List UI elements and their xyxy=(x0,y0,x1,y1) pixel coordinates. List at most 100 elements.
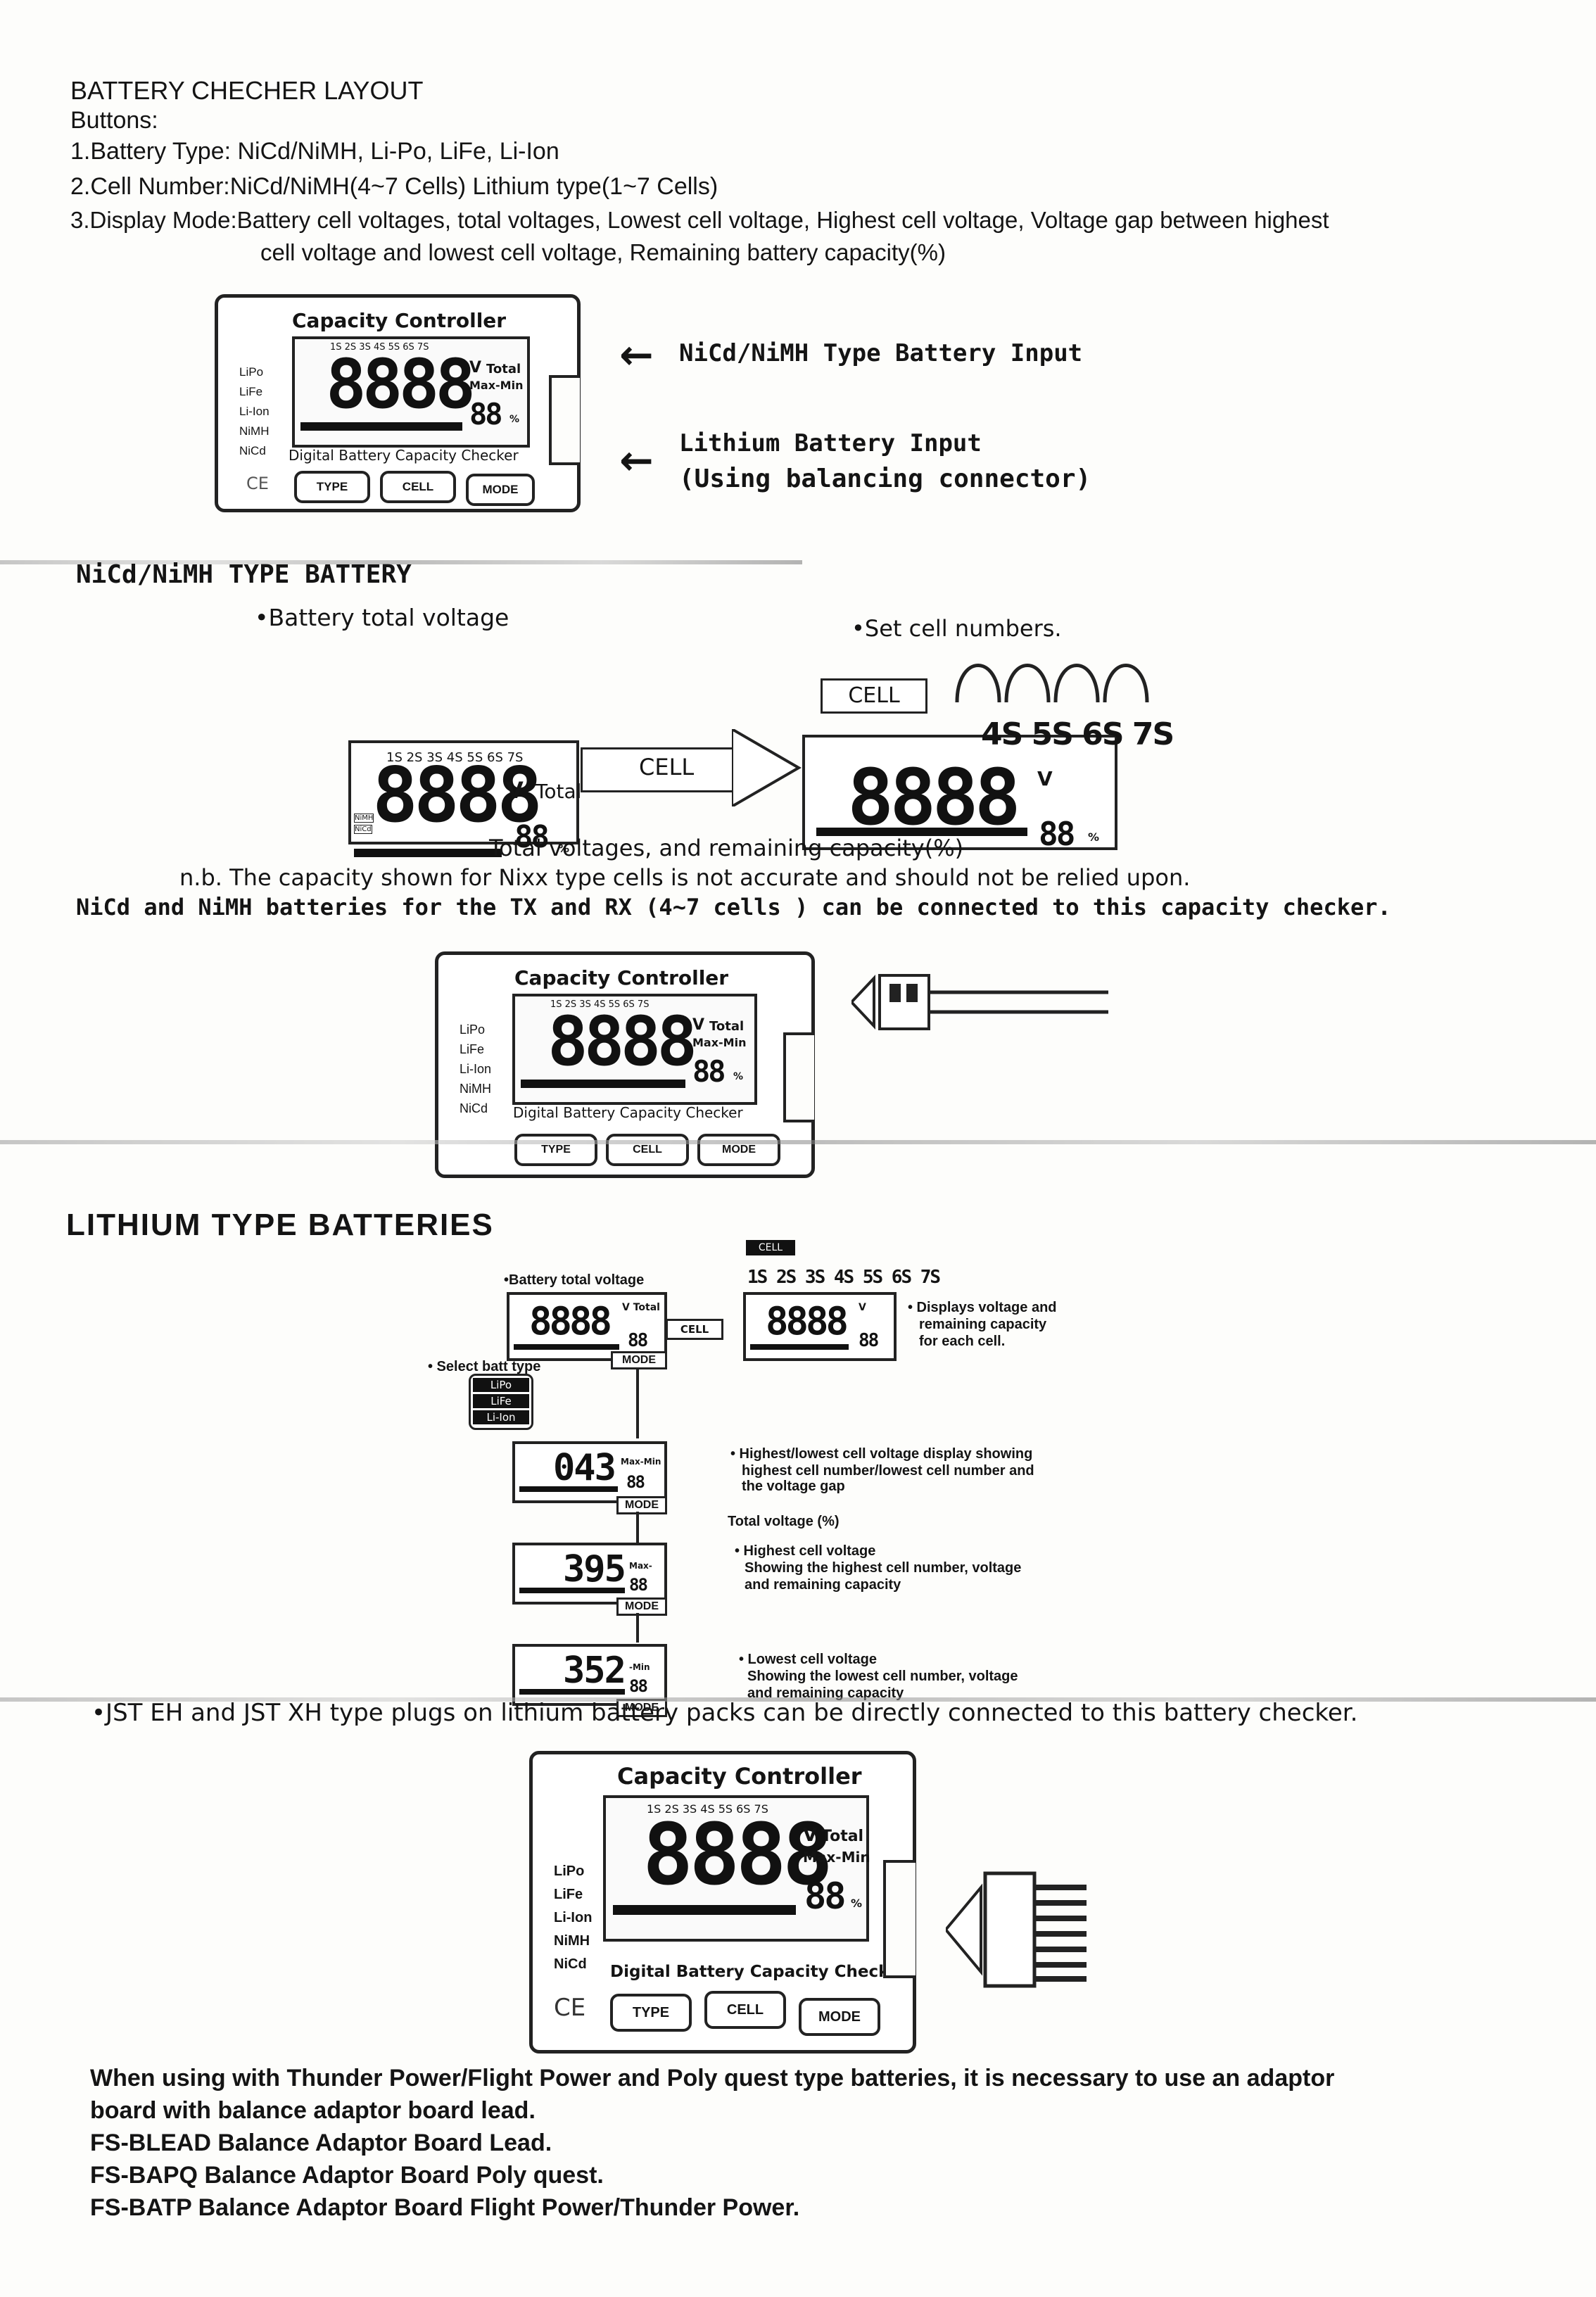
lithium-v-total: V Total xyxy=(622,1302,660,1313)
jst-plug-icon xyxy=(946,1871,1087,1988)
device-bottom-label: Digital Battery Capacity Checker xyxy=(610,1963,908,1981)
lowest-bar xyxy=(519,1689,625,1695)
nicd-cells-options: 4S 5S 6S 7S xyxy=(981,716,1174,752)
lcd-unit-v: V xyxy=(469,359,482,376)
type-life: LiFe xyxy=(239,385,263,398)
lcd-unit-v: V xyxy=(803,1825,818,1846)
connector-notch xyxy=(883,1860,916,1978)
device-bottom-label: Digital Battery Capacity Checker xyxy=(513,1104,743,1121)
batt-type-selector: LiPo LiFe Li-Ion xyxy=(469,1374,533,1430)
lowest-desc-1: • Lowest cell voltage xyxy=(739,1652,877,1667)
lcd-digits: 8888 xyxy=(642,1806,833,1904)
nicd-note: n.b. The capacity shown for Nixx type ce… xyxy=(179,864,1191,891)
select-batt-type-label: • Select batt type xyxy=(428,1359,541,1374)
footer-line-4: FS-BAPQ Balance Adaptor Board Poly quest… xyxy=(90,2162,604,2189)
torn-divider xyxy=(0,1140,1596,1144)
type-nimh: NiMH xyxy=(460,1082,491,1096)
type-button[interactable]: TYPE xyxy=(610,1994,692,2032)
cell-button[interactable]: CELL xyxy=(380,471,456,503)
nicd-capacity-bar xyxy=(354,849,502,857)
type-lipo: LiPo xyxy=(460,1023,486,1037)
flow-line xyxy=(636,1613,639,1643)
nicd-lcd-total: 1S 2S 3S 4S 5S 6S 7S 8888 V Total 88 % N… xyxy=(348,740,582,857)
nicd-pct-2: % xyxy=(1088,830,1100,844)
arrow-left-icon: ← xyxy=(619,436,654,484)
nicd-section-heading: NiCd/NiMH TYPE BATTERY xyxy=(76,560,412,589)
connector-notch xyxy=(783,1032,814,1122)
lowest-label: -Min xyxy=(629,1662,650,1672)
nicd-pct: % xyxy=(558,842,570,855)
type-lipo: LiPo xyxy=(554,1863,585,1879)
type-liion: Li-Ion xyxy=(554,1910,593,1925)
highest-pct: 88 xyxy=(629,1575,648,1595)
lcd-maxmin: Max-Min xyxy=(469,379,524,392)
mode-tag: MODE xyxy=(616,1699,667,1717)
batt-type-life: LiFe xyxy=(473,1394,529,1408)
nicd-caption: Total voltages, and remaining capacity(%… xyxy=(489,835,964,861)
nicd-total: Total xyxy=(536,780,582,803)
capacity-bar xyxy=(300,422,462,431)
displays-each-cell-2: remaining capacity xyxy=(919,1317,1047,1332)
nicd-input-label: NiCd/NiMH Type Battery Input xyxy=(679,339,1083,367)
footer-line-3: FS-BLEAD Balance Adaptor Board Lead. xyxy=(90,2130,552,2156)
highest-desc-1: • Highest cell voltage xyxy=(735,1543,876,1559)
capacity-checker-device-top: Capacity Controller 1S 2S 3S 4S 5S 6S 7S… xyxy=(215,294,581,512)
lcd-pct: % xyxy=(509,414,520,425)
lithium-pct-2: 88 xyxy=(859,1330,879,1351)
mode-button[interactable]: MODE xyxy=(799,1998,880,2036)
gap-desc-2: highest cell number/lowest cell number a… xyxy=(742,1463,1034,1479)
highest-bar xyxy=(519,1588,625,1593)
device-lcd: 1S 2S 3S 4S 5S 6S 7S 8888 V Total Max-Mi… xyxy=(603,1795,870,1942)
type-lipo: LiPo xyxy=(239,365,264,379)
ce-mark: CE xyxy=(554,1994,586,2022)
document-title: BATTERY CHECHER LAYOUT xyxy=(70,76,424,105)
lcd-pct-digits: 88 xyxy=(469,397,503,431)
mode-button[interactable]: MODE xyxy=(697,1134,780,1166)
ce-mark: CE xyxy=(246,474,269,493)
nicd-cells-row: 1S 2S 3S 4S 5S 6S 7S xyxy=(386,750,524,765)
gap-desc-1: • Highest/lowest cell voltage display sh… xyxy=(730,1446,1033,1462)
buttons-label: Buttons: xyxy=(70,107,158,134)
type-labels: LiPo LiFe Li-Ion NiMH NiCd xyxy=(460,1020,491,1118)
footer-line-1: When using with Thunder Power/Flight Pow… xyxy=(90,2065,1335,2092)
type-button[interactable]: TYPE xyxy=(294,471,370,503)
nicd-nimh-tag: NiMH xyxy=(354,814,374,823)
nicd-plug-icon xyxy=(851,974,1108,1030)
mode-tag: MODE xyxy=(616,1597,667,1616)
cell-arrow-shaft: CELL xyxy=(581,747,745,792)
lithium-lcd-cell: 8888 V 88 xyxy=(743,1292,897,1361)
lithium-total-voltage-label: •Battery total voltage xyxy=(504,1272,645,1288)
lcd-digits: 8888 xyxy=(547,1002,697,1081)
lithium-pct: 88 xyxy=(628,1330,648,1351)
lithium-bar xyxy=(514,1344,619,1350)
cell-button[interactable]: CELL xyxy=(606,1134,689,1166)
lcd-unit-v: V xyxy=(692,1016,705,1034)
mode-tag: MODE xyxy=(616,1496,667,1514)
arrow-right-icon xyxy=(732,729,802,806)
lithium-input-label-2: (Using balancing connector) xyxy=(679,464,1091,493)
type-liion: Li-Ion xyxy=(460,1062,492,1076)
type-button[interactable]: TYPE xyxy=(514,1134,597,1166)
nicd-unit-v-2: V xyxy=(1037,767,1053,790)
connector-notch xyxy=(549,375,580,465)
cell-chip: CELL xyxy=(746,1240,795,1255)
mode-button[interactable]: MODE xyxy=(466,474,535,506)
type-nimh: NiMH xyxy=(554,1933,590,1949)
flow-line xyxy=(636,1512,639,1543)
gap-value: 043 xyxy=(553,1447,616,1489)
nicd-digits: 8888 xyxy=(372,752,543,840)
capacity-checker-device-lithium: Capacity Controller 1S 2S 3S 4S 5S 6S 7S… xyxy=(529,1751,916,2054)
lithium-lcd-highest: 395 Max- 88 xyxy=(512,1543,667,1605)
torn-divider xyxy=(0,1697,1596,1702)
cycle-arrows-icon xyxy=(955,664,1149,703)
header-line-3: 3.Display Mode:Battery cell voltages, to… xyxy=(70,207,1329,233)
batt-type-liion: Li-Ion xyxy=(473,1410,529,1424)
lcd-digits: 8888 xyxy=(326,345,476,424)
lithium-cells-options: 1S 2S 3S 4S 5S 6S 7S xyxy=(747,1267,941,1288)
type-nicd: NiCd xyxy=(554,1956,587,1972)
device-lcd: 1S 2S 3S 4S 5S 6S 7S 8888 V Total Max-Mi… xyxy=(512,994,757,1105)
cell-button[interactable]: CELL xyxy=(704,1991,786,2029)
footer-line-2: board with balance adaptor board lead. xyxy=(90,2097,536,2124)
lcd-maxmin: Max-Min xyxy=(803,1849,870,1866)
device-title: Capacity Controller xyxy=(292,309,507,332)
